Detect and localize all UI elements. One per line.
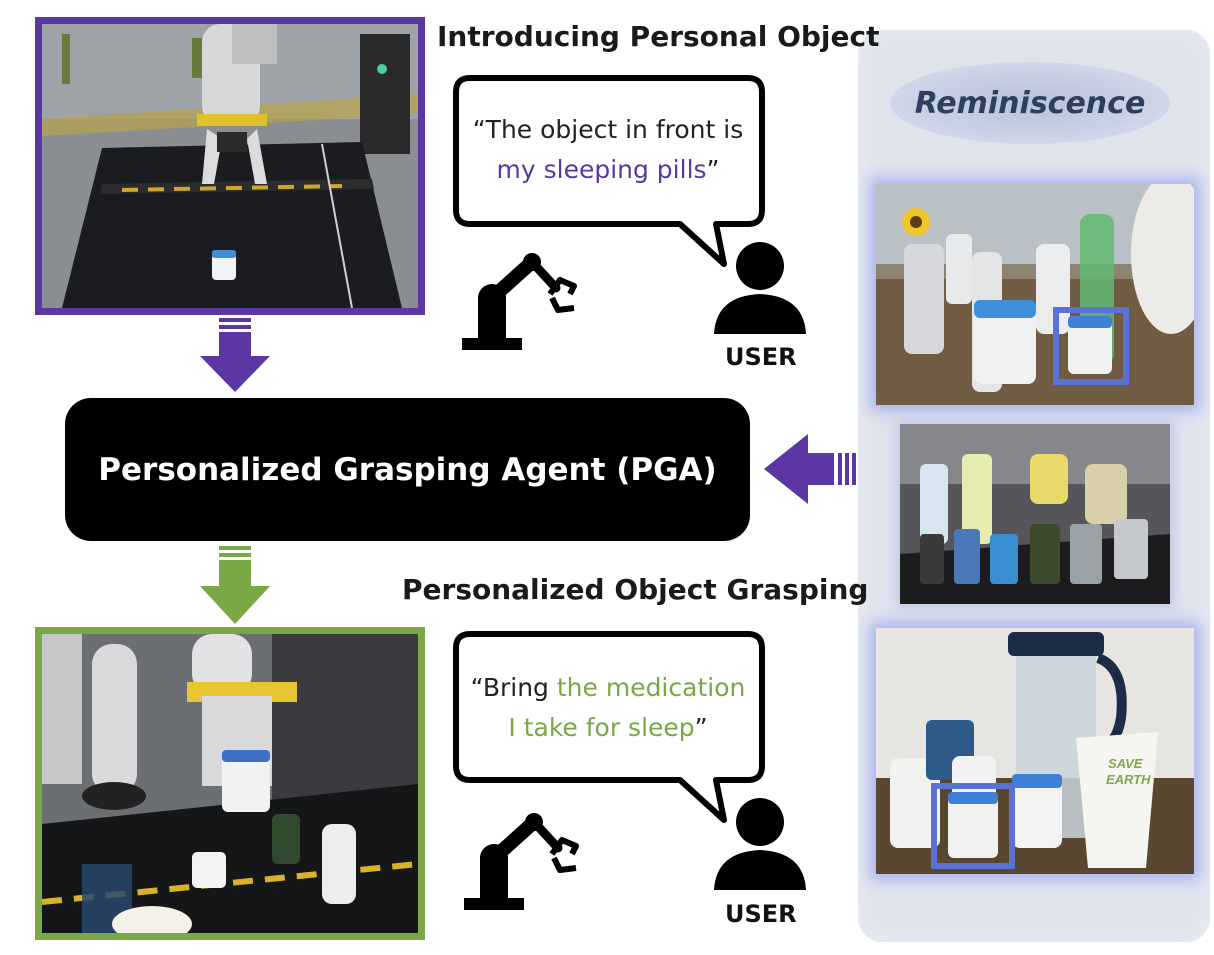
left-arrow-purple-icon [764, 434, 856, 504]
cup-text-save: SAVE [1108, 756, 1143, 771]
grasping-title: Personalized Object Grasping [402, 573, 869, 606]
reminiscence-header: Reminiscence [890, 62, 1170, 144]
user-icon [714, 242, 806, 334]
down-arrow-green-icon [200, 546, 270, 624]
grasping-bubble-close-quote: ” [694, 713, 708, 742]
cup-text-earth: EARTH [1106, 772, 1151, 787]
pga-box: Personalized Grasping Agent (PGA) [65, 398, 750, 541]
pga-label: Personalized Grasping Agent (PGA) [98, 451, 717, 488]
intro-title: Introducing Personal Object [437, 20, 880, 53]
robot-arm-icon [462, 253, 577, 350]
grasping-bubble-highlight-1: the medication [556, 673, 746, 702]
memory-photo-drinks [900, 424, 1170, 604]
memory-photo-pitcher: SAVE EARTH [876, 628, 1194, 874]
grasping-robot-photo [35, 627, 425, 940]
robot-arm-icon [464, 813, 579, 910]
intro-robot-photo [35, 17, 425, 315]
intro-bubble-highlight: my sleeping pills [496, 155, 707, 184]
intro-user-label: USER [725, 343, 797, 371]
down-arrow-purple-icon [200, 318, 270, 392]
intro-speech-bubble [453, 75, 765, 267]
grasping-user-label: USER [725, 900, 797, 928]
intro-bubble-text: “The object in front is my sleeping pill… [458, 110, 758, 190]
intro-bubble-close-quote: ” [706, 155, 720, 184]
intro-bubble-line1: “The object in front is [472, 115, 744, 144]
grasping-bubble-highlight-2: I take for sleep [508, 713, 695, 742]
grasping-speech-bubble [453, 631, 765, 823]
memory-photo-medicine [876, 184, 1194, 405]
grasping-bubble-text: “Bring the medication I take for sleep” [458, 668, 758, 748]
grasping-bubble-prefix: “Bring [470, 673, 557, 702]
reminiscence-label: Reminiscence [914, 85, 1146, 121]
user-icon [714, 798, 806, 890]
